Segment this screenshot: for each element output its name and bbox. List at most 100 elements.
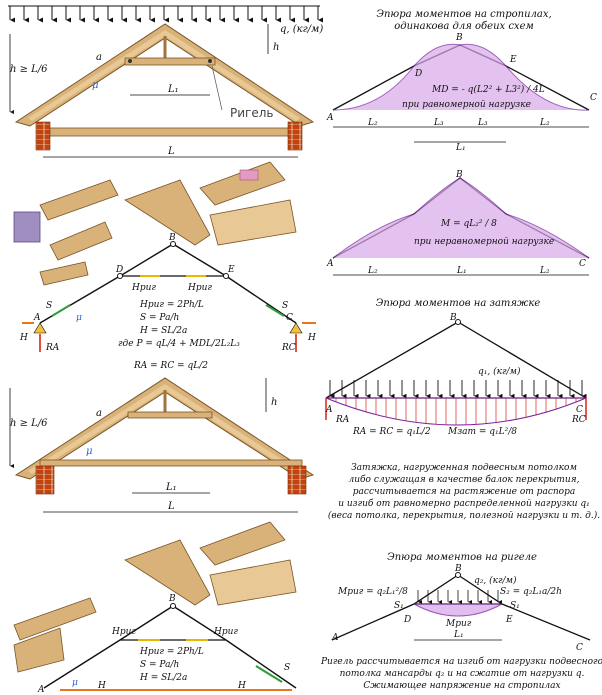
s1-f4: где P = qL/4 + MDL/2L₂L₃ bbox=[118, 339, 240, 349]
rigel-note-3: Сжимающее напряжение на стропилах bbox=[363, 681, 560, 691]
tie-ra: RA bbox=[335, 415, 350, 425]
formula-m: M = qL₂² / 8 bbox=[440, 219, 497, 229]
rigel-note-1: Ригель рассчитывается на изгиб от нагруз… bbox=[320, 656, 602, 667]
a-label: a bbox=[96, 52, 102, 63]
dim-l1-1: L₁ bbox=[455, 143, 466, 153]
s1-ra: RA bbox=[45, 343, 60, 353]
s2-f2: S = Pa/h bbox=[140, 660, 179, 670]
rigel-label: Ригель bbox=[230, 106, 273, 120]
tie-note-3: рассчитывается на растяжение от распора bbox=[353, 487, 575, 497]
dim2-l2-2: L₂ bbox=[539, 266, 550, 276]
tie-pt-b: B bbox=[449, 313, 457, 323]
s2-s-right: S bbox=[284, 663, 290, 673]
s1-f1: Hриг = 2Ph/L bbox=[139, 300, 204, 310]
s2-mu: μ bbox=[72, 678, 78, 688]
p2-L1-label: L₁ bbox=[165, 482, 177, 493]
tie-pt-c: C bbox=[576, 405, 583, 415]
rigel-title: Эпюра моментов на ригеле bbox=[387, 552, 537, 563]
tie-title: Эпюра моментов на затяжке bbox=[376, 298, 541, 309]
p2-L-label: L bbox=[167, 501, 175, 512]
L1-label: L₁ bbox=[167, 84, 179, 95]
pt-b-2: B bbox=[455, 170, 463, 180]
s1-f3: H = SL/2a bbox=[139, 326, 187, 336]
formula-md: MD = - q(L2² + L3²) / 4L bbox=[431, 84, 545, 95]
s1-pt-d: D bbox=[115, 265, 123, 275]
tie-note-1: Затяжка, нагруженная подвесным потолком bbox=[351, 463, 577, 473]
s1-h-rig-left: Hриг bbox=[131, 283, 156, 293]
dim-l3-1: L₃ bbox=[433, 118, 444, 128]
s2-pt-a: A bbox=[37, 685, 45, 695]
truss-drawing-top: q, (кг/м) h ≥ L/6 a h μ L₁ L Ригель bbox=[8, 5, 323, 158]
rigel-pt-d: D bbox=[403, 615, 411, 625]
s1-f5: RA = RC = qL/2 bbox=[133, 361, 208, 371]
rigel-m-left: Mриг = q₂L₁²/8 bbox=[337, 587, 408, 597]
force-scheme-1: B D E A C Hриг Hриг S S μ H H RA RC Hриг… bbox=[19, 233, 316, 371]
joint-detail-sketches-2 bbox=[13, 521, 297, 673]
p2-mu-label: μ bbox=[86, 446, 93, 457]
s1-s-left: S bbox=[46, 301, 52, 311]
rigel-s1b: S₁ bbox=[510, 601, 520, 611]
rigel-s1a: S₁ bbox=[394, 601, 404, 611]
dim-l2-1: L₂ bbox=[367, 118, 378, 128]
rigel-m-mid: Mриг bbox=[445, 619, 472, 629]
s2-h-rig-right: Hриг bbox=[213, 627, 238, 637]
rigel-note-2: потолка мансарды q₂ и на сжатие от нагру… bbox=[340, 669, 585, 679]
rigel-pt-b: B bbox=[454, 564, 462, 574]
tie-f1: RA = RC = q₁L/2 bbox=[352, 427, 431, 437]
rigel-s-right: S₂ = q₂L₁a/2h bbox=[500, 587, 562, 597]
pt-a-2: A bbox=[326, 259, 334, 269]
tie-load: q₁, (кг/м) bbox=[478, 366, 521, 377]
s1-s-right: S bbox=[282, 301, 288, 311]
L-label: L bbox=[167, 146, 175, 157]
tie-note-2: либо служащая в качестве балок перекрыти… bbox=[349, 474, 580, 485]
s2-h-right: H bbox=[237, 681, 246, 691]
load-label: q, (кг/м) bbox=[280, 24, 323, 35]
s1-h-rig-right: Hриг bbox=[187, 283, 212, 293]
pt-c-2: C bbox=[579, 259, 586, 269]
rigel-pt-e: E bbox=[505, 615, 513, 625]
s1-pt-c: C bbox=[286, 313, 293, 323]
pt-a-1: A bbox=[326, 113, 334, 123]
rigel-pt-c: C bbox=[576, 643, 583, 653]
rigel-dim-l1: L₁ bbox=[453, 630, 464, 640]
p2-h1-label: h bbox=[271, 397, 277, 408]
load-arrows-top bbox=[8, 5, 323, 23]
tie-moment-diagram: Эпюра моментов на затяжке B A C q₁, (кг/… bbox=[325, 298, 600, 521]
joint-detail-sketches-1 bbox=[13, 161, 297, 286]
rafter-moments-title-2: одинакова для обеих схем bbox=[394, 21, 534, 32]
h1-label: h bbox=[273, 42, 279, 53]
truss-drawing-bottom: h ≥ L/6 a h μ L₁ L bbox=[9, 377, 315, 513]
rigel-load: q₂, (кг/м) bbox=[474, 575, 517, 586]
mu-label: μ bbox=[92, 80, 99, 91]
rafter-moments-title-1: Эпюра моментов на стропилах, bbox=[376, 9, 551, 20]
tie-rc: RC bbox=[571, 415, 586, 425]
pt-c-1: C bbox=[590, 93, 597, 103]
dim2-l2-1: L₂ bbox=[367, 266, 378, 276]
rigel-pt-a: A bbox=[331, 633, 339, 643]
dim-l2-2: L₂ bbox=[539, 118, 550, 128]
s2-pt-b: B bbox=[168, 594, 176, 604]
h-label: h ≥ L/6 bbox=[10, 64, 48, 75]
rigel-moment-diagram: Эпюра моментов на ригеле q₂, (кг/м) Mриг… bbox=[320, 552, 602, 691]
tie-f2: Mзат = q₁L²/8 bbox=[447, 427, 517, 437]
tie-note-4: и изгиб от равномерно распределенной наг… bbox=[338, 498, 590, 509]
pt-e-1: E bbox=[509, 55, 517, 65]
dim-l3-2: L₃ bbox=[477, 118, 488, 128]
pt-b-1: B bbox=[455, 33, 463, 43]
s1-pt-e: E bbox=[227, 265, 235, 275]
force-scheme-2: B A Hриг Hриг S μ H H Hриг = 2Ph/L S = P… bbox=[37, 594, 297, 695]
s1-f2: S = Pa/h bbox=[140, 313, 179, 323]
formula-md-note: при равномерной нагрузке bbox=[402, 100, 531, 110]
tie-pt-a: A bbox=[325, 405, 333, 415]
s1-h-left: H bbox=[19, 333, 28, 343]
p2-a-label: a bbox=[96, 408, 102, 419]
s1-h-right: H bbox=[307, 333, 316, 343]
s2-h-left: H bbox=[97, 681, 106, 691]
s2-f1: Hриг = 2Ph/L bbox=[139, 647, 204, 657]
pt-d-1: D bbox=[414, 69, 422, 79]
formula-m-note: при неравномерной нагрузке bbox=[414, 237, 554, 247]
s1-rc: RC bbox=[281, 343, 296, 353]
p2-h-label: h ≥ L/6 bbox=[10, 418, 48, 429]
s1-mu: μ bbox=[76, 313, 82, 323]
